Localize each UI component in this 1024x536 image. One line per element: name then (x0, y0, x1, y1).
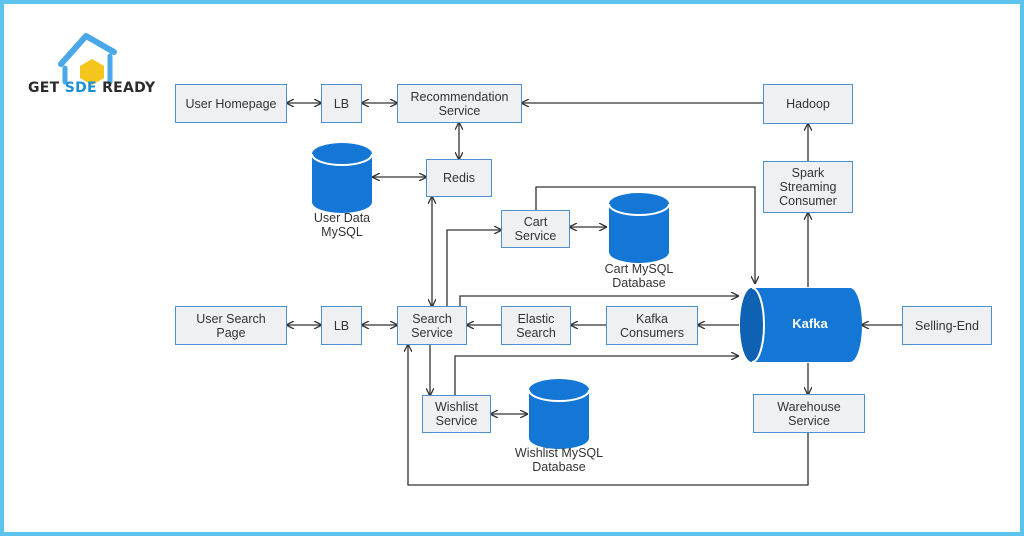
user-data-db-icon (311, 143, 373, 213)
wishlist-db-icon (528, 379, 590, 449)
wishlist-db-label: Wishlist MySQL Database (514, 446, 604, 474)
edge-cart-kafka (535, 186, 755, 283)
kafka-queue-icon (740, 287, 862, 363)
edge-search-cart (446, 230, 501, 306)
brand-word-get: GET (28, 80, 60, 96)
edge-search-kafka (459, 296, 738, 306)
kafka-consumers-node: Kafka Consumers (606, 306, 698, 345)
brand-logo-icon (58, 33, 117, 85)
selling-end-node: Selling-End (902, 306, 992, 345)
redis-node: Redis (426, 159, 492, 197)
user-data-db-label: User Data MySQL (313, 211, 371, 239)
brand-wordmark: GET SDE READY (28, 80, 155, 96)
brand-word-ready: READY (102, 80, 156, 96)
cart-db-icon (608, 193, 670, 263)
user-homepage-node: User Homepage (175, 84, 287, 123)
user-search-page-node: User Search Page (175, 306, 287, 345)
lb-top-node: LB (321, 84, 362, 123)
spark-streaming-consumer-node: Spark Streaming Consumer (763, 161, 853, 213)
cart-db-label: Cart MySQL Database (604, 262, 674, 290)
elastic-search-node: Elastic Search (501, 306, 571, 345)
brand-word-sde: SDE (64, 80, 97, 96)
search-service-node: Search Service (397, 306, 467, 345)
warehouse-service-node: Warehouse Service (753, 394, 865, 433)
hadoop-node: Hadoop (763, 84, 853, 124)
recommendation-service-node: Recommendation Service (397, 84, 522, 123)
edge-warehouse-search (408, 345, 809, 486)
kafka-label: Kafka (792, 316, 828, 331)
lb-bottom-node: LB (321, 306, 362, 345)
cart-service-node: Cart Service (501, 210, 570, 248)
edge-wishlist-kafka (454, 356, 738, 395)
wishlist-service-node: Wishlist Service (422, 395, 491, 433)
